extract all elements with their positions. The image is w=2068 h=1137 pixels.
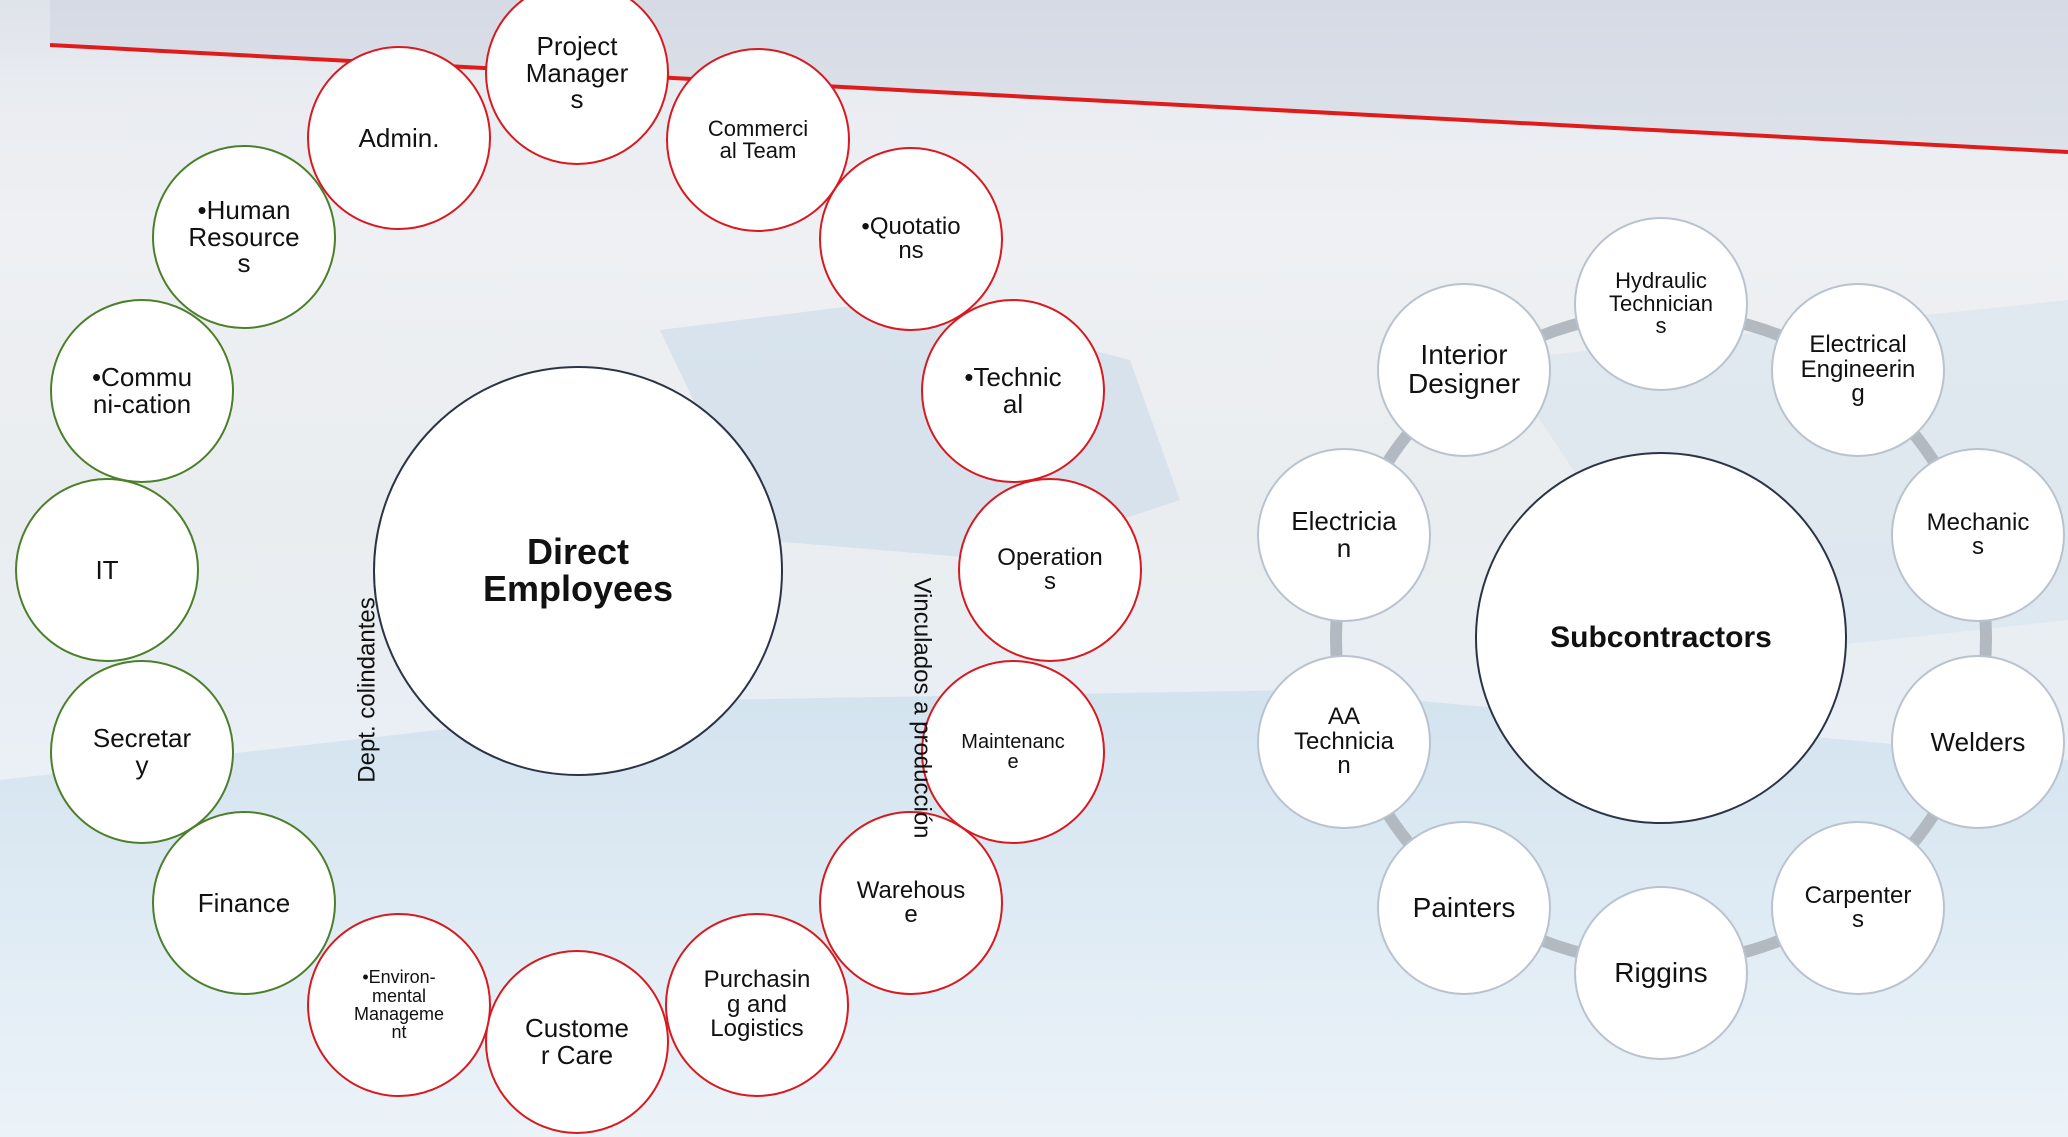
subcontractor-node-2-label: Mechanic s: [1926, 508, 2030, 560]
support-node-1-label: •Commu ni-cation: [91, 362, 193, 419]
department-node-0: Project Manager s: [485, 0, 669, 165]
subcontractor-node-3: Welders: [1891, 655, 2065, 829]
subcontractor-node-4-label: Carpenter s: [1804, 881, 1912, 933]
support-node-0-label: •Human Resource s: [188, 195, 300, 279]
department-node-10-label: Admin.: [358, 122, 440, 153]
subcontractor-node-5: Riggins: [1574, 886, 1748, 1060]
support-node-2: IT: [15, 478, 199, 662]
department-node-1: Commerci al Team: [666, 48, 850, 232]
department-node-6: Warehous e: [819, 811, 1003, 995]
department-node-3-label: •Technic al: [964, 362, 1062, 419]
department-node-6-label: Warehous e: [856, 876, 966, 928]
department-node-4-label: Operation s: [997, 543, 1103, 595]
subcontractor-node-7-label: AA Technicia n: [1293, 703, 1395, 780]
support-node-1: •Commu ni-cation: [50, 299, 234, 483]
department-node-2: •Quotatio ns: [819, 147, 1003, 331]
department-node-3: •Technic al: [921, 299, 1105, 483]
subcontractor-node-2: Mechanic s: [1891, 448, 2065, 622]
subcontractor-node-6: Painters: [1377, 821, 1551, 995]
subcontractor-node-3-label: Welders: [1930, 726, 2026, 757]
subcontractor-node-8-label: Electricia n: [1291, 506, 1397, 563]
subcontractors-hub-label: Subcontractors: [1550, 620, 1772, 654]
department-node-9: •Environ- mental Manageme nt: [307, 913, 491, 1097]
department-node-9-label: •Environ- mental Manageme nt: [353, 967, 445, 1043]
subcontractor-node-9: Interior Designer: [1377, 283, 1551, 457]
subcontractor-node-9-label: Interior Designer: [1407, 339, 1521, 399]
department-node-8: Custome r Care: [485, 950, 669, 1134]
department-node-10: Admin.: [307, 46, 491, 230]
department-node-8-label: Custome r Care: [524, 1013, 630, 1070]
support-node-2-label: IT: [95, 554, 119, 585]
subcontractor-node-1-label: Electrical Engineerin g: [1800, 331, 1916, 408]
department-node-7-label: Purchasin g and Logistics: [703, 966, 811, 1043]
department-node-1-label: Commerci al Team: [707, 115, 809, 163]
subcontractor-node-7: AA Technicia n: [1257, 655, 1431, 829]
direct-employees-hub: Direct Employees: [373, 366, 783, 776]
subcontractor-node-8: Electricia n: [1257, 448, 1431, 622]
subcontractor-node-0-label: Hydraulic Technician s: [1609, 268, 1713, 339]
subcontractor-node-0: Hydraulic Technician s: [1574, 217, 1748, 391]
department-node-5: Maintenanc e: [921, 660, 1105, 844]
subcontractors-hub: Subcontractors: [1475, 452, 1847, 824]
support-node-0: •Human Resource s: [152, 145, 336, 329]
subcontractor-node-1: Electrical Engineerin g: [1771, 283, 1945, 457]
subcontractor-node-5-label: Riggins: [1614, 956, 1708, 988]
department-node-4: Operation s: [958, 478, 1142, 662]
production-linked-label: Vinculados a producción: [908, 577, 936, 839]
support-node-3-label: Secretar y: [92, 723, 192, 780]
department-node-5-label: Maintenanc e: [961, 730, 1065, 773]
department-node-0-label: Project Manager s: [525, 31, 629, 115]
department-node-7: Purchasin g and Logistics: [665, 913, 849, 1097]
adjacent-departments-label: Dept. colindantes: [353, 597, 381, 783]
department-node-2-label: •Quotatio ns: [861, 212, 961, 264]
support-node-3: Secretar y: [50, 660, 234, 844]
subcontractor-node-6-label: Painters: [1412, 891, 1516, 923]
support-node-4-label: Finance: [197, 887, 291, 918]
support-node-4: Finance: [152, 811, 336, 995]
direct-employees-hub-label: Direct Employees: [482, 531, 674, 609]
subcontractor-node-4: Carpenter s: [1771, 821, 1945, 995]
